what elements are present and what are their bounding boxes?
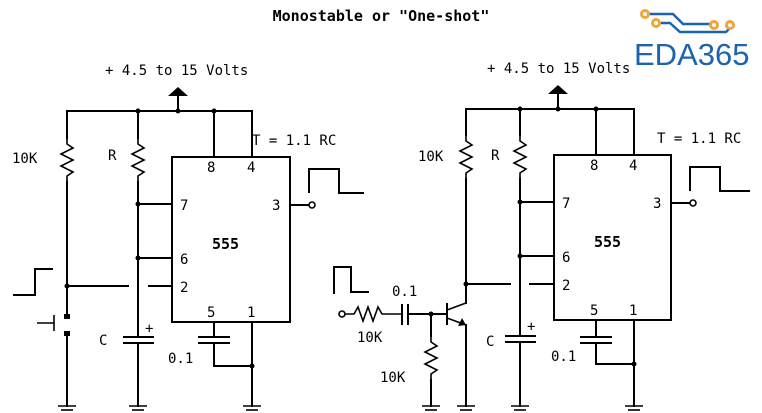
pin-8-label: 8 <box>207 160 215 176</box>
ic-label: 555 <box>594 233 621 251</box>
pullup-resistor <box>459 134 473 180</box>
pin-7-label: 7 <box>562 196 570 212</box>
supply-arrow-icon <box>548 85 568 94</box>
supply-label: + 4.5 to 15 Volts <box>105 63 248 79</box>
logo-pad-icon <box>640 9 650 19</box>
input-pulse-icon <box>333 266 369 294</box>
input-resistor <box>345 304 402 324</box>
logo-pad-icon <box>709 20 719 30</box>
circuit-left: + 4.5 to 15 Volts 10K R 8 4 7 3 6 2 5 1 … <box>12 63 364 413</box>
ground-icon <box>128 391 148 413</box>
logo-trace-icon <box>656 21 732 34</box>
diagram-title: Monostable or "One-shot" <box>273 7 490 25</box>
pin-3-label: 3 <box>272 198 280 214</box>
npn-transistor <box>446 302 467 326</box>
output-pulse-icon <box>689 166 750 192</box>
logo-pad-icon <box>651 18 661 28</box>
cap-polarity: + <box>145 321 153 337</box>
cap-polarity: + <box>527 319 535 335</box>
pin-6-label: 6 <box>562 250 570 266</box>
pin-1-label: 1 <box>247 305 255 321</box>
pullup-resistor <box>60 137 74 183</box>
pullup-resistor-label: 10K <box>12 151 38 167</box>
pin-4-label: 4 <box>247 160 255 176</box>
pin-4-label: 4 <box>629 158 637 174</box>
timing-cap-label: C <box>486 334 494 350</box>
timing-resistor <box>131 137 145 183</box>
ground-icon <box>242 391 262 413</box>
pin-2-label: 2 <box>180 280 188 296</box>
logo-text: EDA365 <box>634 37 749 72</box>
output-pulse-icon <box>308 168 364 194</box>
output-terminal <box>689 199 697 207</box>
base-resistor-label: 10K <box>380 370 406 386</box>
ground-icon <box>624 391 644 413</box>
logo-pad-icon <box>725 20 735 30</box>
logo-trace-icon <box>645 12 712 26</box>
input-resistor-label: 10K <box>357 330 383 346</box>
input-cap-label: 0.1 <box>392 284 417 300</box>
pin-8-label: 8 <box>590 158 598 174</box>
timing-formula: T = 1.1 RC <box>252 133 336 149</box>
ic-label: 555 <box>212 235 239 253</box>
timing-formula: T = 1.1 RC <box>657 131 741 147</box>
pullup-resistor-label: 10K <box>418 149 444 165</box>
pin-7-label: 7 <box>180 198 188 214</box>
input-step-icon <box>13 268 53 296</box>
pin-6-label: 6 <box>180 252 188 268</box>
base-resistor <box>424 335 438 381</box>
ic-555 <box>171 156 291 323</box>
supply-arrow-icon <box>168 87 188 96</box>
eda365-logo: EDA365 <box>634 9 749 72</box>
timing-resistor-label: R <box>108 148 117 164</box>
supply-label: + 4.5 to 15 Volts <box>487 61 630 77</box>
pin-3-label: 3 <box>653 196 661 212</box>
control-cap-label: 0.1 <box>168 351 193 367</box>
timing-resistor <box>513 134 527 180</box>
ic-555 <box>553 154 672 321</box>
ground-icon <box>57 391 77 413</box>
timing-resistor-label: R <box>491 148 500 164</box>
pin-2-label: 2 <box>562 278 570 294</box>
ground-icon <box>421 391 441 413</box>
circuit-right: + 4.5 to 15 Volts 10K R 8 4 7 3 6 2 5 1 … <box>333 61 750 413</box>
control-cap-label: 0.1 <box>551 349 576 365</box>
pin-1-label: 1 <box>629 303 637 319</box>
pin-5-label: 5 <box>207 305 215 321</box>
ground-icon <box>456 391 476 413</box>
timing-cap-label: C <box>99 333 107 349</box>
pin-5-label: 5 <box>590 303 598 319</box>
ground-icon <box>510 391 530 413</box>
output-terminal <box>308 201 316 209</box>
input-terminal <box>338 310 346 318</box>
